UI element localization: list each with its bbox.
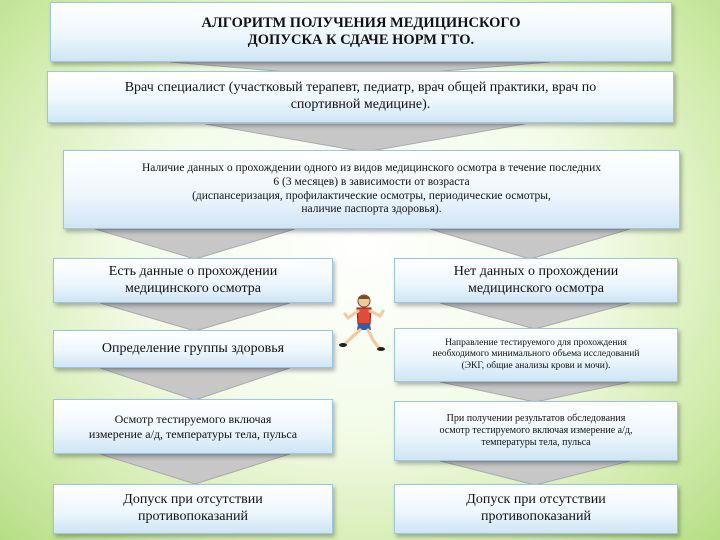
arrow-down-icon [440, 382, 630, 402]
health-group-box: Определение группы здоровья [53, 330, 333, 368]
no-data-box: Нет данных о прохождении медицинского ос… [394, 258, 678, 303]
title-box: АЛГОРИТМ ПОЛУЧЕНИЯ МЕДИЦИНСКОГО ДОПУСКА … [50, 2, 672, 62]
arrow-down-icon [100, 303, 290, 331]
admission-right-text: Допуск при отсутствии противопоказаний [466, 492, 606, 524]
exam-box: Осмотр тестируемого включая измерение а/… [53, 399, 333, 454]
medical-exam-data-box: Наличие данных о прохождении одного из в… [63, 150, 680, 229]
no-data-text: Нет данных о прохождении медицинского ос… [453, 263, 619, 296]
arrow-down-icon [100, 368, 290, 400]
exam-after-results-text: При получении результатов обследования о… [439, 413, 633, 448]
admission-right-box: Допуск при отсутствии противопоказаний [394, 484, 678, 534]
exam-after-results-box: При получении результатов обследования о… [394, 401, 678, 461]
referral-box: Направление тестируемого для прохождения… [394, 328, 678, 382]
has-data-box: Есть данные о прохождении медицинского о… [53, 258, 333, 303]
admission-left-text: Допуск при отсутствии противопоказаний [123, 492, 263, 524]
has-data-text: Есть данные о прохождении медицинского о… [108, 263, 278, 296]
arrow-down-icon [170, 62, 550, 78]
arrow-down-icon [440, 303, 630, 329]
referral-text: Направление тестируемого для прохождения… [432, 337, 640, 371]
specialist-box: Врач специалист (участковый терапевт, пе… [47, 71, 674, 123]
exam-text: Осмотр тестируемого включая измерение а/… [88, 412, 298, 441]
page-title: АЛГОРИТМ ПОЛУЧЕНИЯ МЕДИЦИНСКОГО ДОПУСКА … [201, 14, 521, 48]
arrow-down-right-icon [430, 229, 630, 259]
health-group-text: Определение группы здоровья [101, 340, 285, 356]
arrow-down-icon [100, 454, 290, 484]
specialist-text: Врач специалист (участковый терапевт, пе… [124, 80, 597, 112]
arrow-down-icon [440, 461, 630, 485]
arrow-down-icon [205, 124, 525, 152]
arrow-down-left-icon [95, 229, 295, 259]
medical-exam-data-text: Наличие данных о прохождении одного из в… [142, 161, 601, 216]
admission-left-box: Допуск при отсутствии противопоказаний [53, 484, 333, 534]
runner-illustration [339, 294, 385, 351]
